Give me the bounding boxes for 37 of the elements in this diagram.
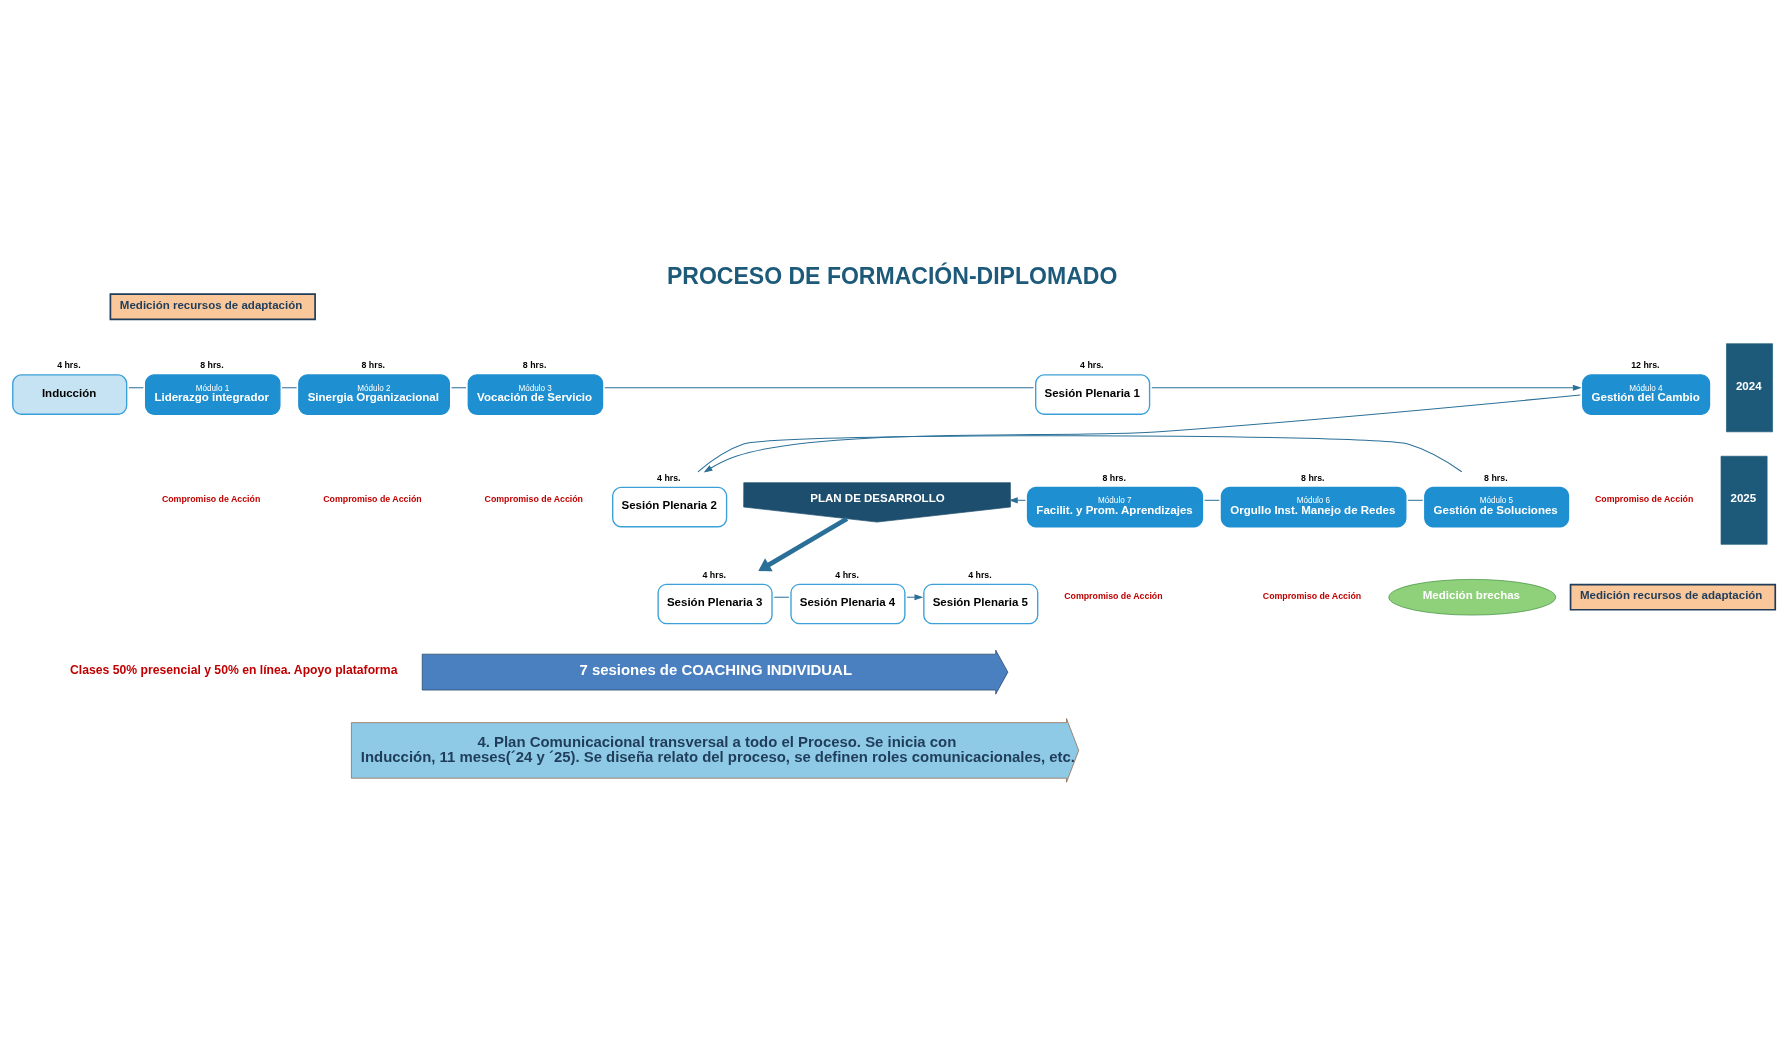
label: Compromiso de Acción bbox=[1262, 590, 1362, 601]
node-label: 4 hrs. bbox=[657, 472, 681, 483]
node-label: 8 hrs. bbox=[522, 360, 547, 371]
connector bbox=[281, 387, 298, 389]
arrow bbox=[758, 516, 849, 572]
label: Compromiso de Acción bbox=[323, 493, 422, 504]
label: Compromiso de Acción bbox=[484, 493, 583, 504]
label: Clases 50% presencial y 50% en línea. Apoyo plataforma bbox=[70, 663, 398, 678]
connector bbox=[1407, 499, 1424, 501]
node-label: 8 hrs. bbox=[361, 360, 386, 371]
connector bbox=[1204, 499, 1220, 501]
diagram-title: PROCESO DE FORMACIÓN-DIPLOMADO bbox=[666, 263, 1118, 290]
node-label: 4 hrs. bbox=[1080, 360, 1104, 371]
label: Compromiso de Acción bbox=[1064, 590, 1163, 601]
node-box: 2024 bbox=[1726, 343, 1773, 433]
node-label: 4 hrs. bbox=[702, 569, 726, 580]
arrow bbox=[703, 394, 1581, 473]
node-box: 2025 bbox=[1720, 455, 1768, 545]
node-label: 8 hrs. bbox=[1484, 472, 1508, 483]
node-label: 4 hrs. bbox=[57, 360, 81, 371]
label: Compromiso de Acción bbox=[161, 493, 261, 504]
arrow bbox=[1151, 384, 1582, 391]
label: Compromiso de Acción bbox=[1594, 493, 1694, 504]
node-ellipse: Medición brechas bbox=[1388, 579, 1556, 616]
connector bbox=[451, 387, 467, 389]
node-label: 4 hrs. bbox=[835, 569, 859, 580]
connector bbox=[128, 387, 144, 389]
node-label: 8 hrs. bbox=[1102, 472, 1126, 483]
node-label: 12 hrs. bbox=[1631, 360, 1660, 371]
node-box: Medición recursos de adaptación bbox=[1569, 583, 1777, 611]
connector bbox=[697, 435, 1463, 473]
connector bbox=[604, 387, 1035, 389]
connector bbox=[773, 596, 790, 598]
node-box: Medición recursos de adaptación bbox=[109, 293, 316, 321]
node-label: 4 hrs. bbox=[968, 569, 992, 580]
node-label: 8 hrs. bbox=[200, 360, 224, 371]
node-label: 8 hrs. bbox=[1301, 472, 1325, 483]
